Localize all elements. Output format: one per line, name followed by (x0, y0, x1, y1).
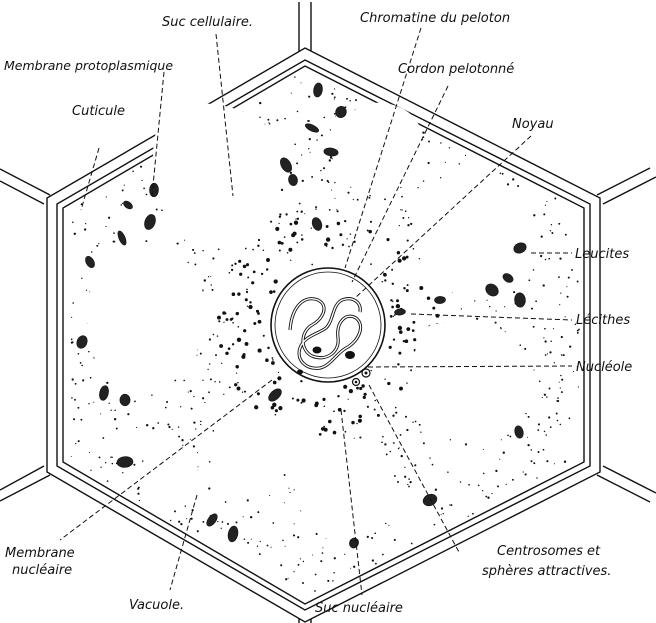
label-chromatine: Chromatine du peloton (360, 11, 510, 26)
label-membrane-nucleaire-2: nucléaire (12, 563, 72, 578)
label-suc-nucleaire: Suc nucléaire (315, 601, 403, 616)
label-cordon-pelotonne: Cordon pelotonné (398, 62, 514, 77)
nucleus (271, 268, 385, 386)
label-centrosomes-1: Centrosomes et (497, 544, 601, 559)
label-cuticule: Cuticule (72, 104, 125, 119)
label-noyau: Noyau (512, 117, 554, 132)
label-lecithes: Lécithes (576, 313, 630, 328)
label-leucites: Leucites (575, 247, 629, 262)
label-membrane-nucleaire-1: Membrane (5, 546, 75, 561)
label-suc-cellulaire: Suc cellulaire. (162, 15, 253, 30)
label-centrosomes-2: sphères attractives. (482, 564, 611, 579)
label-vacuole: Vacuole. (129, 598, 184, 613)
label-membrane-protoplasmique: Membrane protoplasmique (4, 58, 173, 73)
nucleolus (313, 347, 322, 354)
label-nucleole: Nucléole (576, 360, 632, 375)
